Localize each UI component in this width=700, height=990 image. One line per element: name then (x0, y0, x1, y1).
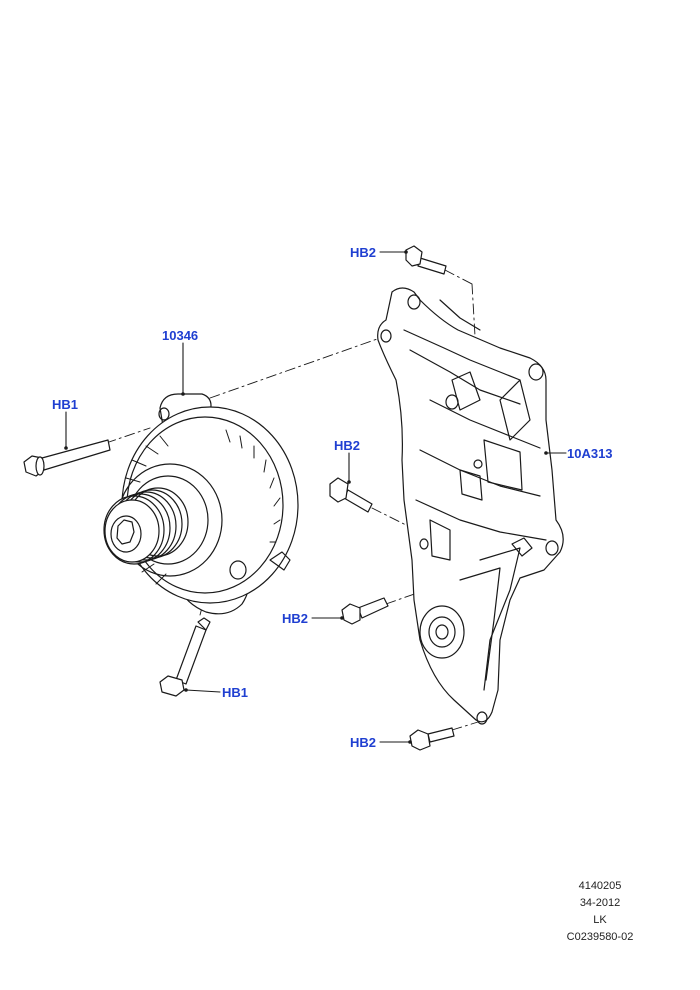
reference-code: LK (593, 914, 607, 926)
bolt-hb1-bottom (159, 617, 211, 697)
bolt-hb2-middle (329, 477, 373, 513)
reference-number: 4140205 (578, 880, 622, 892)
callout-alternator: 10346 (162, 328, 199, 343)
alternator (103, 393, 299, 615)
reference-date: 34-2012 (579, 897, 621, 909)
bolt-hb2-bottom (409, 727, 455, 751)
callout-hb2-bottom: HB2 (350, 735, 377, 750)
drawing-reference-block: 4140205 34-2012 LK C0239580-02 (540, 878, 660, 946)
leader-lines (65, 251, 567, 743)
callout-hb1-top: HB1 (52, 397, 79, 412)
mounting-bracket (377, 287, 564, 725)
callout-hb2-lower: HB2 (282, 611, 309, 626)
leader-dots (64, 250, 548, 744)
callout-hb2-middle: HB2 (334, 438, 361, 453)
bolt-hb2-lower (341, 597, 389, 625)
callout-hb1-bottom: HB1 (222, 685, 249, 700)
bolt-hb1-top (23, 439, 111, 477)
reference-drawing-id: C0239580-02 (566, 931, 634, 943)
callout-hb2-top: HB2 (350, 245, 377, 260)
bolt-hb2-top (405, 245, 447, 275)
callout-bracket: 10A313 (567, 446, 613, 461)
